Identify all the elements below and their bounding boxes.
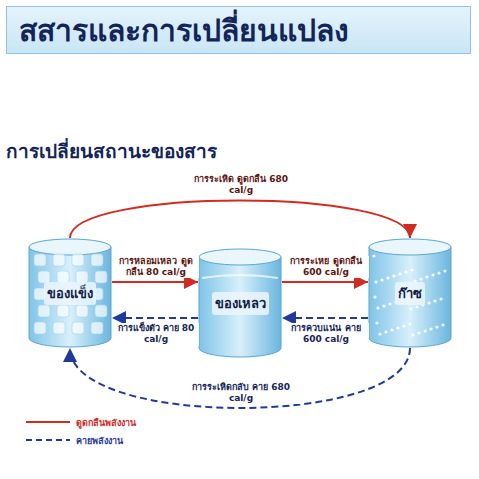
state-cylinder: ของเหลว <box>198 248 282 358</box>
process-label: การแข็งตัว คาย 80 cal/g <box>113 323 199 346</box>
state-cylinder: ของแข็ง <box>28 238 112 348</box>
process-label: การควบแน่น คาย 600 cal/g <box>283 323 369 346</box>
legend-text: ดูดกลืนพลังงาน <box>76 416 136 430</box>
process-label: การระเหิดกลับ คาย 680 cal/g <box>180 382 302 405</box>
legend-line-blue <box>26 439 70 441</box>
absorb-arrow <box>282 281 368 283</box>
legend-text: คายพลังงาน <box>76 434 123 448</box>
section-heading: การเปลี่ยนสถานะของสาร <box>6 136 217 166</box>
release-arrow <box>282 317 368 319</box>
title-text: สสารและการเปลี่ยนแปลง <box>19 7 349 54</box>
state-name: ก๊าซ <box>395 282 425 305</box>
state-name: ของแข็ง <box>44 282 96 305</box>
release-arrow <box>112 317 198 319</box>
state-cylinder: ก๊าซ <box>368 238 452 348</box>
process-label: การหลอมเหลว ดูดกลืน 80 cal/g <box>113 256 199 279</box>
process-label: การระเหย ดูดกลืน 600 cal/g <box>283 256 369 279</box>
absorb-arrow <box>112 281 198 283</box>
absorb-arrow <box>70 201 410 239</box>
legend-line-red <box>26 421 70 423</box>
state-name: ของเหลว <box>212 292 269 315</box>
process-label: การระเหิด ดูดกลืน 680 cal/g <box>180 174 302 197</box>
title-bar: สสารและการเปลี่ยนแปลง <box>6 6 471 54</box>
